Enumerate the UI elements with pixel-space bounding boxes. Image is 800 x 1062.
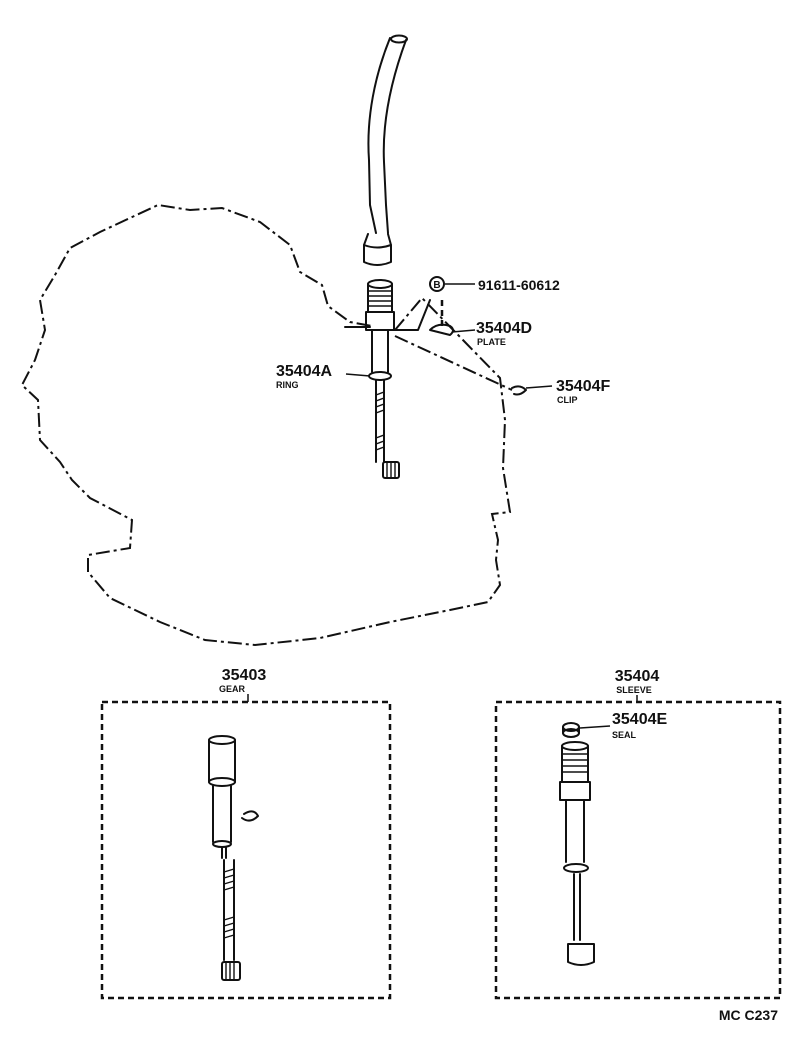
speedometer-cable — [363, 34, 408, 266]
transmission-case-outline — [20, 203, 512, 647]
svg-text:B: B — [433, 280, 440, 291]
clip-shape — [511, 385, 527, 396]
leader-lines — [345, 283, 553, 389]
seal-part-number: 35404E — [612, 711, 667, 728]
bolt-badge: B — [429, 276, 445, 292]
gear-box: 35403 GEAR — [100, 667, 392, 1000]
sleeve-box: 35404 SLEEVE 35404E SEAL — [494, 668, 782, 1000]
plate-shape — [429, 300, 454, 336]
ring-part-number: 35404A — [276, 363, 332, 380]
diagram-code: MC C237 — [719, 1007, 778, 1023]
gear-part-number: 35403 — [222, 667, 267, 684]
clip-part-number: 35404F — [556, 378, 610, 395]
clip-part-name: CLIP — [557, 395, 578, 405]
plate-part-number: 35404D — [476, 320, 532, 337]
clip-leader — [394, 335, 513, 391]
gear-part-name: GEAR — [219, 684, 246, 694]
sleeve-assembly — [365, 279, 400, 479]
sleeve-part-name: SLEEVE — [616, 685, 652, 695]
mounting-pad — [344, 299, 431, 331]
ring-part-name: RING — [276, 380, 299, 390]
bolt-part-number: 91611-60612 — [478, 277, 560, 293]
plate-part-name: PLATE — [477, 337, 506, 347]
sleeve-part-number: 35404 — [615, 668, 660, 685]
seal-part-name: SEAL — [612, 730, 637, 740]
